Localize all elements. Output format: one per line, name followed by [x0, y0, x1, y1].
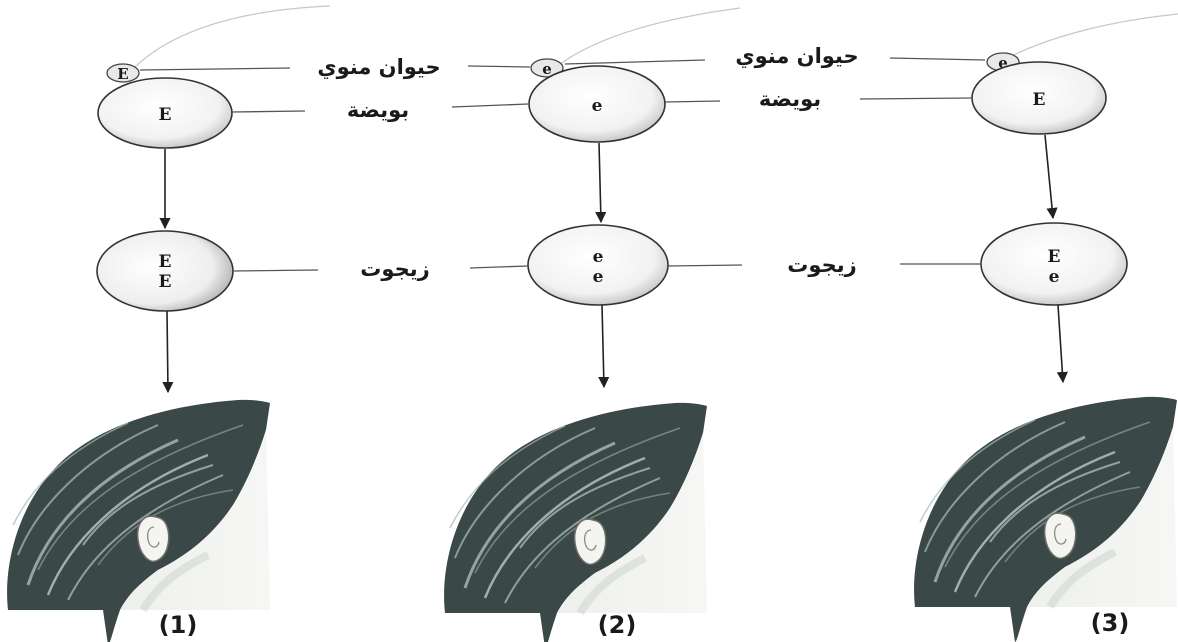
sperm-head-2 [530, 58, 564, 78]
sperm-connector-1b [467, 65, 531, 68]
egg-label-1: بويضة [347, 98, 409, 122]
sperm-connector-1a [139, 67, 291, 71]
column-number-2: (2) [598, 611, 637, 639]
egg-allele-1: E [159, 105, 172, 125]
zygote-allele-top-3: E [1048, 247, 1061, 267]
zygote-connector-2a [667, 264, 743, 267]
egg-cell-1 [97, 77, 233, 149]
sperm-head-1 [106, 63, 140, 83]
sperm-allele-2: e [542, 60, 552, 78]
zygote-allele-bottom-3: e [1049, 267, 1060, 287]
sperm-allele-1: E [117, 65, 128, 83]
zygote-allele-bottom-1: E [159, 272, 172, 292]
egg-connector-2b [859, 97, 973, 100]
egg-label-2: بويضة [759, 87, 821, 111]
arrow-egg-zygote-3 [1044, 134, 1058, 220]
arrow-zygote-head-1 [162, 310, 174, 394]
egg-allele-2: e [592, 96, 603, 116]
sperm-row: E e e حيوان منوي حيوان منوي [106, 44, 1020, 83]
zygote-connector-1b [469, 265, 529, 269]
zygote-cell-2 [527, 224, 669, 306]
column-number-1: (1) [159, 611, 198, 639]
sperm-tail-1 [129, 5, 331, 73]
sperm-tail-2 [554, 7, 741, 69]
sperm-label-2: حيوان منوي [735, 44, 858, 69]
sperm-tail-3 [999, 13, 1178, 63]
egg-row: E e E بويضة بويضة [97, 61, 1107, 149]
column-number-3: (3) [1091, 609, 1130, 637]
egg-connector-2a [664, 100, 721, 103]
sperm-label-1: حيوان منوي [317, 55, 440, 80]
zygote-row: E E e e E e زيجوت زيجوت [96, 222, 1128, 312]
zygote-allele-top-1: E [159, 252, 172, 272]
arrow-zygote-head-2 [598, 304, 610, 389]
zygote-label-2: زيجوت [787, 253, 856, 277]
head-illustration-1 [7, 400, 270, 642]
zygote-allele-top-2: e [593, 247, 604, 267]
head-illustration-3 [914, 397, 1177, 642]
head-illustration-2 [444, 403, 707, 642]
egg-cell-2 [528, 65, 666, 143]
arrow-egg-zygote-2 [595, 142, 607, 224]
arrow-zygote-head-3 [1056, 304, 1068, 384]
egg-connector-1a [231, 110, 306, 113]
sperm-allele-3: e [998, 54, 1008, 72]
zygote-connector-1a [232, 269, 319, 272]
sperm-connector-2a [564, 59, 706, 65]
sperm-connector-2b [889, 57, 986, 61]
egg-connector-1b [451, 103, 529, 108]
zygote-label-1: زيجوت [360, 257, 429, 281]
zygote-allele-bottom-2: e [593, 267, 604, 287]
egg-allele-3: E [1033, 90, 1046, 110]
